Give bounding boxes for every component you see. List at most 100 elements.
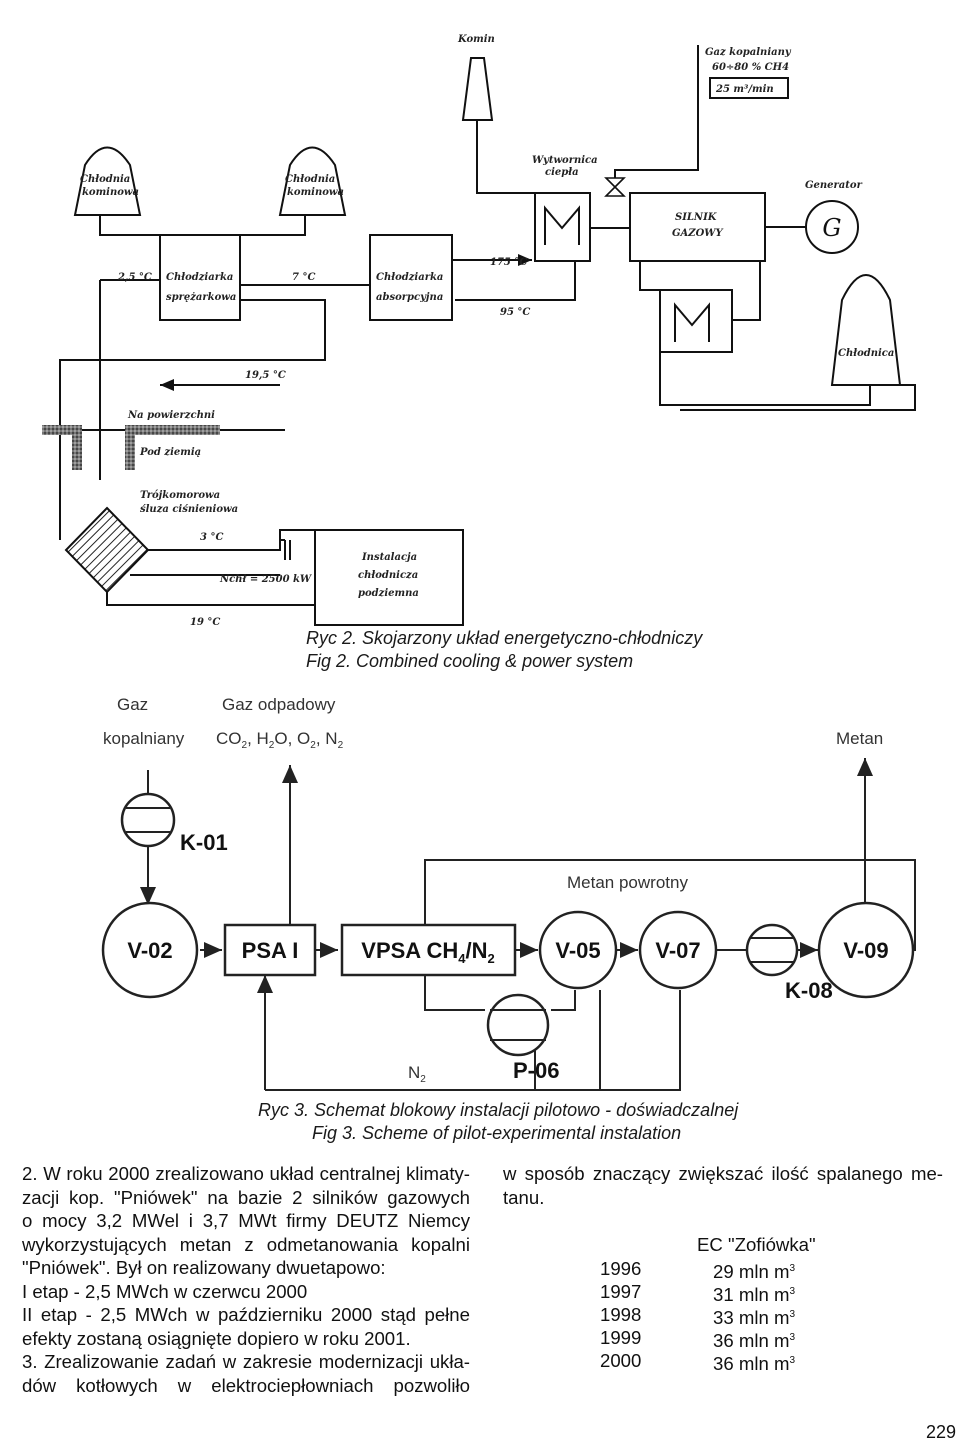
vessel-v05 bbox=[538, 910, 618, 990]
table-year: 1999 bbox=[600, 1327, 642, 1348]
figure3-caption-pl: Ryc 3. Schemat blokowy instalacji piloto… bbox=[258, 1100, 739, 1120]
airlock-diamond bbox=[64, 506, 150, 594]
generator-symbol: G bbox=[822, 214, 841, 242]
underground-cooling-box bbox=[314, 529, 464, 626]
text-line: o mocy 3,2 MWel i 3,7 MWt firmy DEUTZ Ni… bbox=[22, 1210, 470, 1231]
compressor-chiller-label-1: Chłodziarka bbox=[166, 272, 233, 283]
table-value: 33 mln m3 bbox=[713, 1307, 796, 1328]
left-text-column: 2. W roku 2000 zrealizowano układ centra… bbox=[22, 1162, 470, 1397]
tower1-label-1: Chłodnia bbox=[80, 174, 130, 185]
figure-combined-cooling-power: Komin Gaz kopalniany 60÷80 % CH4 25 m³/m… bbox=[42, 34, 916, 628]
chimney bbox=[461, 57, 494, 121]
tower1-label-2: kominowa bbox=[82, 187, 139, 198]
table-value: 31 mln m3 bbox=[713, 1284, 796, 1305]
figure3-caption-en: Fig 3. Scheme of pilot-experimental inst… bbox=[312, 1123, 682, 1143]
text-line: efekty zostaną osiągnięte dopiero w roku… bbox=[22, 1327, 411, 1349]
power-label: Nchł = 2500 kW bbox=[219, 574, 313, 585]
airlock-label-1: Trójkomorowa bbox=[140, 490, 220, 501]
text-line: wykorzystujących metan z odmetanowania k… bbox=[22, 1233, 470, 1255]
temp-19: 19 °C bbox=[190, 617, 220, 628]
heat-recovery-label-1: Wytwornica bbox=[532, 155, 598, 166]
gas-label: Gaz bbox=[117, 695, 148, 714]
cooling-tower-1 bbox=[73, 146, 142, 216]
generator-label: Generator bbox=[805, 180, 863, 191]
v09-label: V-09 bbox=[843, 938, 888, 963]
installation-label-2: chłodnicza bbox=[358, 570, 418, 581]
temp-2-5: 2,5 °C bbox=[117, 272, 152, 283]
table-title: EC "Zofiówka" bbox=[697, 1234, 816, 1255]
temp-7: 7 °C bbox=[292, 272, 315, 283]
psa-label: PSA I bbox=[242, 938, 299, 963]
methane-return-label: Metan powrotny bbox=[567, 873, 688, 892]
absorption-chiller-box bbox=[369, 234, 453, 321]
text-line: tanu. bbox=[503, 1186, 545, 1208]
installation-label-1: Instalacja bbox=[361, 552, 417, 563]
temp-3: 3 °C bbox=[200, 532, 223, 543]
heat-recovery-label-2: ciepła bbox=[545, 167, 579, 178]
figure2-caption-pl: Ryc 2. Skojarzony układ energetyczno-chł… bbox=[306, 628, 703, 648]
n2-label: N2 bbox=[408, 1063, 426, 1085]
p06-label: P-06 bbox=[513, 1058, 559, 1083]
text-line: "Pniówek". Był on realizowany dwuetapowo… bbox=[22, 1257, 386, 1278]
text-line: w sposób znaczący zwiększać ilość spalan… bbox=[503, 1163, 943, 1184]
figure-pilot-installation: Gaz kopalniany Gaz odpadowy CO2, H2O, O2… bbox=[101, 695, 916, 1091]
vessel-v09 bbox=[817, 901, 915, 999]
text-line: II etap - 2,5 MWch w październiku 2000 s… bbox=[22, 1304, 470, 1325]
airlock-label-2: śluza ciśnieniowa bbox=[140, 504, 238, 515]
gas-title-label: Gaz kopalniany bbox=[705, 47, 792, 58]
chimney-label: Komin bbox=[457, 34, 495, 45]
temp-175: 175 °C bbox=[490, 257, 527, 268]
vpsa-label: VPSA CH4/N2 bbox=[361, 938, 494, 966]
gas-ch4-label: 60÷80 % CH4 bbox=[712, 62, 789, 73]
gas-mine-label: kopalniany bbox=[103, 729, 185, 748]
compressor-k08 bbox=[745, 923, 799, 977]
v02-label: V-02 bbox=[127, 938, 172, 963]
pump-p06 bbox=[486, 993, 550, 1057]
tower2-label-1: Chłodnia bbox=[285, 174, 335, 185]
temp-19-5: 19,5 °C bbox=[245, 370, 286, 381]
text-line: 3. Zrealizowanie zadań w zakresie modern… bbox=[22, 1351, 470, 1372]
underground-label: Pod ziemią bbox=[139, 447, 201, 458]
table-value: 29 mln m3 bbox=[713, 1261, 796, 1282]
cooling-tower-3 bbox=[830, 274, 902, 386]
temp-95: 95 °C bbox=[500, 307, 530, 318]
compressor-chiller-box bbox=[159, 234, 241, 321]
table-value: 36 mln m3 bbox=[713, 1330, 796, 1351]
methane-label: Metan bbox=[836, 729, 883, 748]
psa-box bbox=[223, 923, 317, 977]
text-line: I etap - 2,5 MWch w czerwcu 2000 bbox=[22, 1280, 308, 1302]
surface-label: Na powierzchni bbox=[127, 410, 215, 421]
figure2-caption-en: Fig 2. Combined cooling & power system bbox=[306, 651, 634, 671]
right-text-column: w sposób znaczący zwiększać ilość spalan… bbox=[503, 1162, 943, 1209]
waste-gas-components: CO2, H2O, O2, N2 bbox=[216, 729, 344, 751]
table-year: 1997 bbox=[600, 1281, 642, 1302]
gas-engine-box bbox=[629, 192, 766, 262]
v05-label: V-05 bbox=[555, 938, 600, 963]
text-line: 2. W roku 2000 zrealizowano układ centra… bbox=[22, 1163, 470, 1184]
vessel-v02 bbox=[101, 901, 199, 999]
compressor-chiller-label-2: sprężarkowa bbox=[166, 292, 236, 303]
cooling-tower-2 bbox=[278, 146, 347, 216]
text-line: dów kotłowych w elektrociepłowniach pozw… bbox=[22, 1374, 470, 1396]
waste-gas-label: Gaz odpadowy bbox=[222, 695, 336, 714]
gas-flow-box bbox=[709, 77, 789, 99]
engine-label-1: SILNIK bbox=[675, 212, 718, 223]
text-line: zacji kop. "Pniówek" na bazie 2 silników… bbox=[22, 1186, 470, 1208]
table-year: 2000 bbox=[600, 1350, 642, 1371]
k08-label: K-08 bbox=[785, 978, 833, 1003]
table-value: 36 mln m3 bbox=[713, 1353, 796, 1374]
engine-label-2: GAZOWY bbox=[672, 228, 724, 239]
cooler-label: Chłodnica bbox=[838, 348, 894, 359]
table-year: 1998 bbox=[600, 1304, 642, 1325]
absorption-chiller-label-1: Chłodziarka bbox=[376, 272, 443, 283]
page-number: 229 bbox=[926, 1422, 957, 1442]
vessel-v07 bbox=[638, 910, 718, 990]
installation-label-3: podziemna bbox=[358, 588, 419, 599]
compressor-k01 bbox=[120, 792, 176, 848]
tower2-label-2: kominowa bbox=[287, 187, 344, 198]
gas-flow-label: 25 m³/min bbox=[715, 84, 774, 95]
vpsa-box bbox=[340, 923, 517, 977]
table-year: 1996 bbox=[600, 1258, 642, 1279]
absorption-chiller-label-2: absorpcyjna bbox=[376, 292, 443, 303]
v07-label: V-07 bbox=[655, 938, 700, 963]
